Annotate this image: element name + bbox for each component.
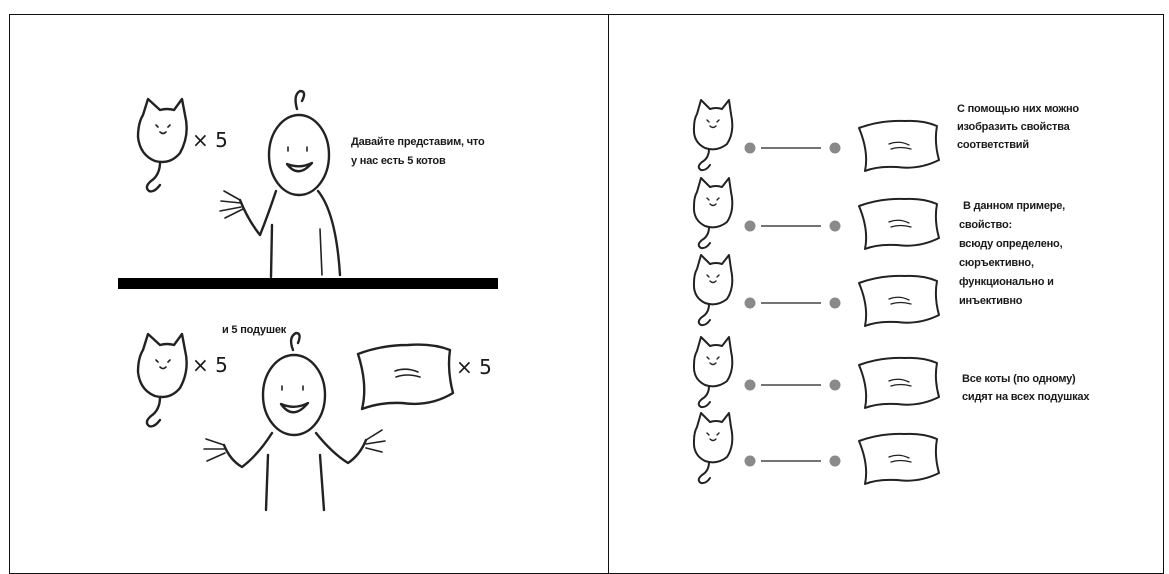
right-dot [830,380,841,391]
cat-body [694,255,732,304]
left-dot [745,143,756,154]
speech-line-2: у нас есть 5 котов [351,153,446,170]
cat-icon [694,337,732,407]
cat-pillow-pairs [609,15,1163,554]
cat-body [694,100,732,149]
left-illustration [10,15,608,554]
left-dot [745,380,756,391]
pillow-stitch [889,297,911,304]
cat-body [694,413,732,462]
right-dot [830,143,841,154]
cat-body [694,178,732,227]
pillow-stitch [889,379,911,386]
speech-line-1: Давайте представим, что [351,134,484,151]
cat-icon [694,413,732,483]
cat-icon [138,99,187,191]
note2-line4: сюръективно, [959,255,1034,272]
pillow-icon [859,434,939,484]
pillow-shape [859,121,939,171]
pair-row-2 [694,178,939,249]
note2-line5: функционально и [959,274,1054,291]
right-panel: С помощью них можно изобразить свойства … [609,15,1163,554]
floor-bar [118,278,498,289]
right-dot [830,221,841,232]
pillow-shape [859,434,939,484]
cat-tail [699,304,710,325]
pillow-icon [859,199,939,249]
note3-line1: Все коты (по одному) [962,371,1076,388]
cat-icon [138,334,187,426]
cat-tail [699,149,710,170]
cat-icon [694,178,732,248]
cat-multiplier: × 5 [192,355,228,375]
pillow-icon [859,358,939,408]
note2-line6: инъективно [959,293,1022,310]
pillow-multiplier: × 5 [456,357,492,377]
person-figure [220,91,340,277]
cat-face [707,357,719,365]
pair-row-3 [694,255,939,326]
pillow-shape [859,358,939,408]
note1-line1: С помощью них можно [957,101,1079,118]
pillow-stitch [889,455,911,462]
cat-tail [699,227,710,248]
pillow-stitch [889,220,911,227]
note2-line3: всюду определено, [959,236,1062,253]
note1-line2: изобразить свойства [957,119,1070,136]
cat-face [707,275,719,283]
note3-line2: сидят на всех подушках [962,389,1089,406]
note2-line1: В данном примере, [963,198,1065,215]
pair-row-1 [694,100,939,171]
left-dot [745,298,756,309]
cat-face [707,120,719,128]
left-dot [745,456,756,467]
cat-icon [694,255,732,325]
pillow-icon [859,276,939,326]
pillow-icon [358,345,453,409]
speech-pillows: и 5 подушек [222,322,286,339]
pillow-shape [859,276,939,326]
cat-face [707,198,719,206]
right-dot [830,298,841,309]
note1-line3: соответствий [957,137,1029,154]
pillow-stitch [889,142,911,149]
cat-face [707,433,719,441]
cat-body [694,337,732,386]
left-panel: × 5 Давайте представим, что у нас есть 5… [10,15,608,554]
cat-tail [699,462,710,483]
cat-icon [694,100,732,170]
pair-row-4 [694,337,939,408]
right-dot [830,456,841,467]
pillow-icon [859,121,939,171]
pillow-shape [859,199,939,249]
pair-row-5 [694,413,939,484]
left-dot [745,221,756,232]
note2-line2: свойство: [959,217,1012,234]
person-figure [204,333,385,510]
cat-multiplier: × 5 [192,130,228,150]
cat-tail [699,386,710,407]
